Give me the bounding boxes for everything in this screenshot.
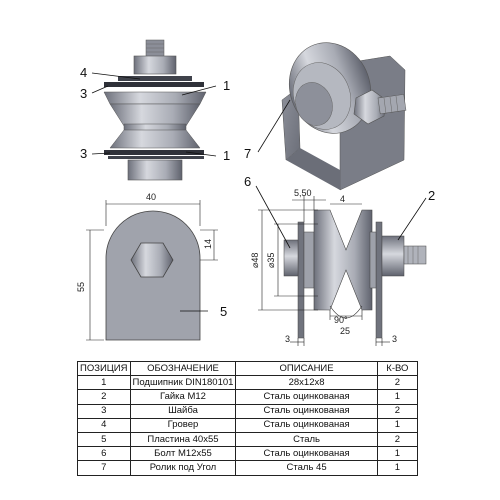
leader-7 [257, 99, 291, 153]
dim-plate-width: 40 [146, 192, 156, 202]
cell-position: 4 [77, 417, 131, 433]
callout-7: 7 [244, 146, 251, 161]
callout-3-top: 3 [80, 86, 87, 101]
table-row: 3 Шайба Сталь оцинкованая 2 [77, 403, 419, 419]
side-view-leaders [91, 72, 217, 157]
dim-gap: 5,50 [294, 188, 312, 198]
cell-designation: Пластина 40х55 [129, 431, 237, 448]
parts-table-header: ПОЗИЦИЯ ОБОЗНАЧЕНИЕ ОПИСАНИЕ К-ВО [77, 360, 419, 377]
plate-view [86, 200, 218, 341]
cell-description: Сталь оцинкованая [235, 403, 378, 419]
cell-position: 6 [77, 446, 131, 462]
table-row: 6 Болт М12х55 Сталь оцинкованая 1 [77, 446, 419, 462]
callout-1-bottom: 1 [223, 148, 230, 163]
cell-position: 7 [77, 460, 131, 476]
callout-6: 6 [244, 174, 251, 189]
header-description: ОПИСАНИЕ [235, 360, 378, 377]
dim-thickness-right: 3 [392, 334, 397, 344]
cell-quantity: 1 [376, 389, 419, 405]
cell-quantity: 2 [376, 431, 419, 448]
cell-designation: Ролик под Угол [129, 460, 237, 476]
isometric-view-roller [281, 42, 407, 191]
cell-quantity: 1 [376, 446, 419, 462]
cell-description: Сталь 45 [235, 460, 378, 476]
cell-position: 2 [77, 389, 131, 405]
cell-position: 1 [77, 375, 131, 391]
dim-diameter-outer: ⌀48 [250, 253, 260, 268]
cell-position: 5 [77, 431, 131, 448]
cell-quantity: 2 [376, 403, 419, 419]
dim-plate-height: 55 [76, 282, 86, 292]
table-row: 4 Гровер Сталь оцинкованая 1 [77, 417, 419, 433]
parts-table: ПОЗИЦИЯ ОБОЗНАЧЕНИЕ ОПИСАНИЕ К-ВО 1 Подш… [77, 360, 419, 476]
callout-3-bottom: 3 [80, 146, 87, 161]
cell-quantity: 2 [376, 375, 419, 391]
dim-diameter-inner: ⌀35 [266, 253, 276, 268]
cell-designation: Шайба [129, 403, 237, 419]
dim-thickness-left: 3 [285, 334, 290, 344]
front-view-roller [258, 196, 427, 346]
dim-groove-width: 25 [340, 326, 350, 336]
header-position: ПОЗИЦИЯ [77, 360, 131, 377]
table-row: 7 Ролик под Угол Сталь 45 1 [77, 460, 419, 476]
leader-6 [255, 185, 291, 249]
cell-description: Сталь [235, 431, 378, 448]
cell-description: Сталь оцинкованая [235, 446, 378, 462]
cell-quantity: 1 [376, 460, 419, 476]
cell-quantity: 1 [376, 417, 419, 433]
cell-designation: Болт М12х55 [129, 446, 237, 462]
cell-description: Сталь оцинкованая [235, 389, 378, 405]
cell-description: 28х12х8 [235, 375, 378, 391]
table-row: 1 Подшипник DIN180101 28х12х8 2 [77, 375, 419, 391]
leader-2 [397, 197, 427, 241]
table-row: 5 Пластина 40х55 Сталь 2 [77, 431, 419, 448]
side-view-roller [103, 39, 207, 181]
header-quantity: К-ВО [376, 360, 419, 377]
callout-2: 2 [428, 188, 435, 203]
cell-designation: Гайка М12 [129, 389, 237, 405]
callout-1-top: 1 [223, 78, 230, 93]
cell-position: 3 [77, 403, 131, 419]
callout-4: 4 [80, 65, 87, 80]
cell-description: Сталь оцинкованая [235, 417, 378, 433]
dim-angle: 90° [334, 315, 348, 325]
dim-hole-offset: 14 [203, 239, 213, 249]
callout-5: 5 [220, 304, 227, 319]
cell-designation: Подшипник DIN180101 [129, 375, 237, 391]
cell-designation: Гровер [129, 417, 237, 433]
header-designation: ОБОЗНАЧЕНИЕ [129, 360, 237, 377]
dim-washer: 4 [340, 194, 345, 204]
table-row: 2 Гайка М12 Сталь оцинкованая 1 [77, 389, 419, 405]
